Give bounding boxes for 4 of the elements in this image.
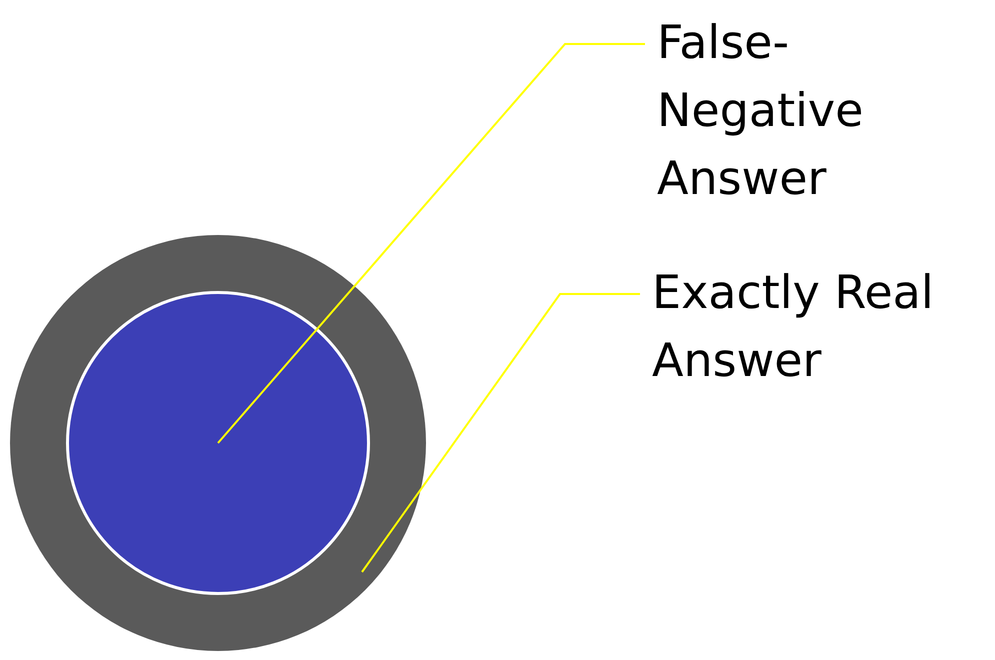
leader-line [217, 43, 645, 444]
leader-line [361, 293, 640, 573]
label-text: False-Negative Answer [657, 8, 927, 218]
label-text: Exactly Real Answer [652, 258, 992, 398]
